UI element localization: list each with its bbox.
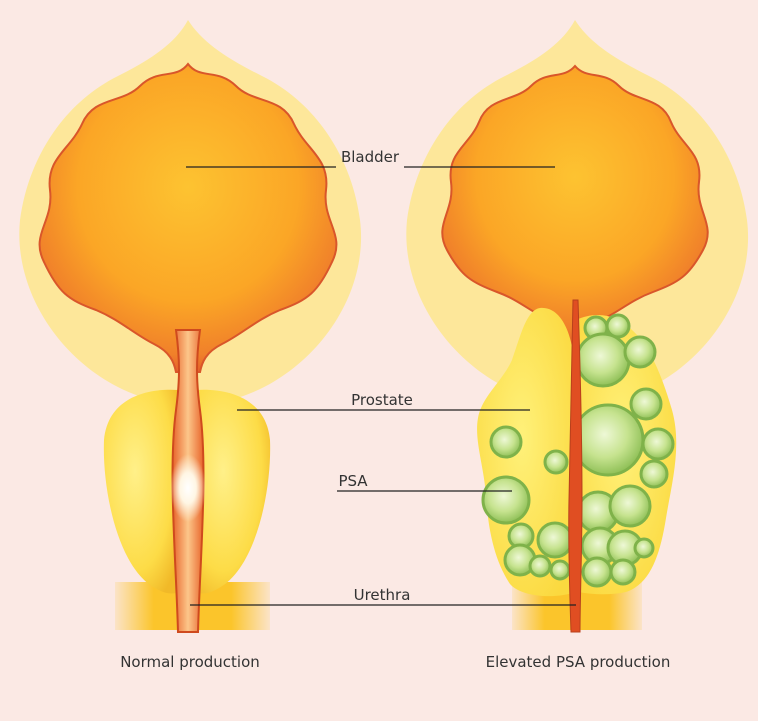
psa-particle (583, 558, 611, 586)
psa-particle (538, 523, 572, 557)
psa-particle (641, 461, 667, 487)
psa-particle (577, 334, 629, 386)
psa-label: PSA (338, 472, 368, 490)
psa-particle (483, 477, 529, 523)
psa-particle (610, 486, 650, 526)
elevated-organ (406, 20, 748, 632)
psa-particle (643, 429, 673, 459)
psa-particle (491, 427, 521, 457)
psa-particle (573, 405, 643, 475)
psa-particle (635, 539, 653, 557)
psa-particle (611, 560, 635, 584)
bladder-label: Bladder (341, 148, 400, 166)
elevated-production-caption: Elevated PSA production (486, 653, 671, 671)
urethra-label: Urethra (354, 586, 411, 604)
psa-particle (631, 389, 661, 419)
prostate-label: Prostate (351, 391, 413, 409)
psa-particle (625, 337, 655, 367)
normal-production-caption: Normal production (120, 653, 260, 671)
psa-particle (545, 451, 567, 473)
left-urethra-glow (170, 454, 206, 522)
psa-particle (530, 556, 550, 576)
normal-organ (19, 20, 361, 632)
psa-particle (551, 561, 569, 579)
